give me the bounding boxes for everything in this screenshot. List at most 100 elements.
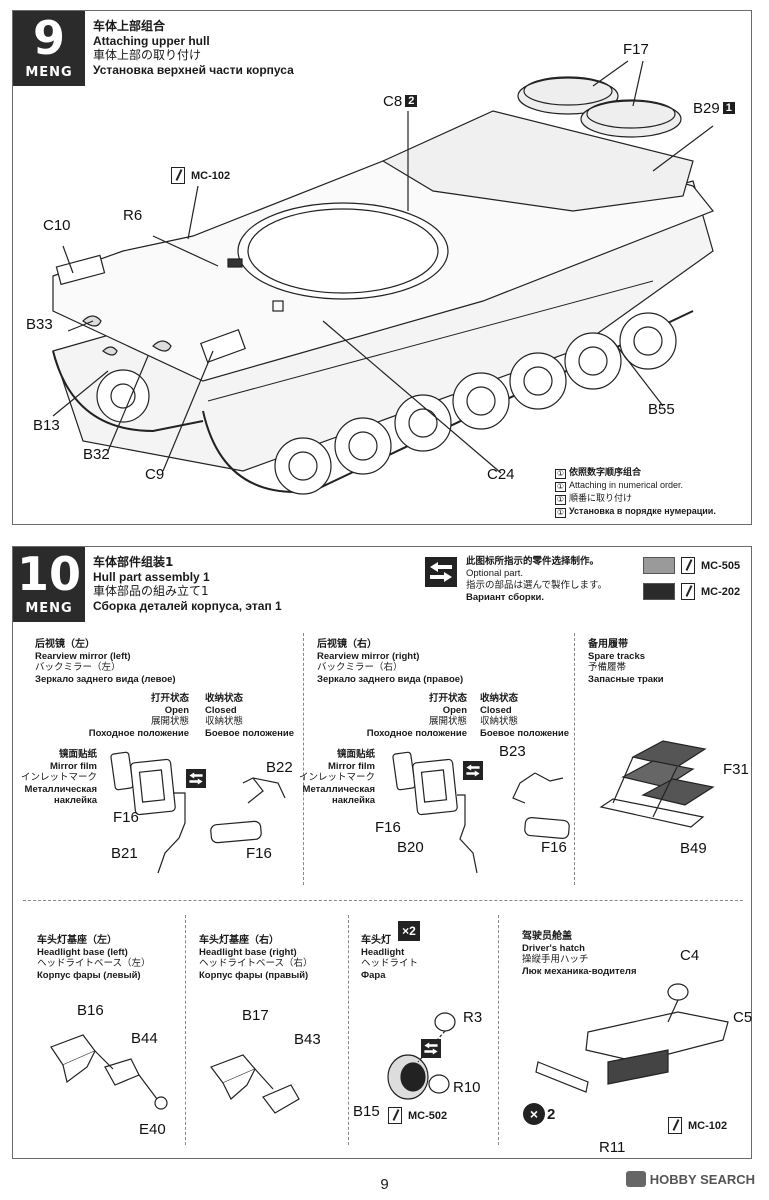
optional-part-icon [425,557,457,587]
optional-part-icon [463,761,483,780]
label-b17: B17 [242,1007,269,1024]
film-ru2: наклейка [54,795,97,806]
paint-brush-icon [388,1107,402,1124]
label-b43: B43 [294,1031,321,1048]
heading-ru: Корпус фары (правый) [199,969,309,981]
film-zh: 镜面贴纸 [58,749,97,760]
title-zh: 车体上部组合 [93,19,166,33]
heading-en: Rearview mirror (left) [35,650,131,662]
heading-zh: 备用履带 [588,639,628,650]
order-badge: 2 [405,95,418,107]
heading-zh: 车头灯 [361,935,391,946]
note-ru: Установка в порядке нумерации. [569,506,716,516]
label-f16: F16 [541,839,567,856]
label-b21: B21 [111,845,138,862]
closed-zh: 收纳状态 [480,693,519,704]
step-10-panel: 10 MENG 车体部件组装1 Hull part assembly 1 車体部… [12,546,752,1159]
heading-zh: 车头灯基座（右） [199,935,279,946]
paint-code: MC-505 [701,559,741,572]
closed-en: Closed [205,704,237,716]
heading-en: Driver's hatch [522,942,585,954]
label-b49: B49 [680,840,707,857]
divider [23,900,743,901]
mirror-film-note: 镜面贴纸 Mirror film インレットマーク Металлическая … [17,749,97,807]
label-e40: E40 [139,1121,166,1138]
label-r6: R6 [123,207,143,224]
step-9-badge: 9 MENG [13,11,85,86]
paint-swatch [643,583,675,600]
heading-jp: バックミラー（左） [35,662,121,673]
label-b20: B20 [397,839,424,856]
headlight-base-left-heading: 车头灯基座（左） Headlight base (left) ヘッドライトベース… [37,935,151,981]
paint-swatch [643,557,675,574]
title-en: Hull part assembly 1 [93,569,210,584]
open-en: Open [442,704,467,716]
heading-en: Headlight base (right) [199,946,297,958]
heading-en: Headlight [361,946,405,958]
step-9-titles: 车体上部组合 Attaching upper hull 車体上部の取り付け Ус… [93,19,294,77]
order-icon: ① [555,508,566,518]
label-b32: B32 [83,446,110,463]
heading-en: Rearview mirror (right) [317,650,420,662]
label-c5: C5 [733,1009,753,1026]
heading-en: Headlight base (left) [37,946,128,958]
paint-callout-mc502: MC-502 [388,1107,447,1124]
open-en: Open [164,704,189,716]
drivers-hatch-heading: 驾驶员舱盖 Driver's hatch 操縦手用ハッチ Люк механик… [522,931,636,977]
optional-part-icon [421,1039,441,1058]
label-c9: C9 [145,466,165,483]
headlight-base-right-heading: 车头灯基座（右） Headlight base (right) ヘッドライトベー… [199,935,313,981]
step-10-titles: 车体部件组装1 Hull part assembly 1 車体部品の組み立て1 … [93,555,282,613]
label-f17: F17 [623,41,649,58]
heading-jp: 操縦手用ハッチ [522,954,589,965]
spare-tracks-heading: 备用履带 Spare tracks 予備履帯 Запасные траки [588,639,664,685]
heading-zh: 后视镜（左） [35,639,95,650]
step-10-badge: 10 MENG [13,547,85,622]
watermark-logo-icon [625,1171,646,1187]
open-jp: 展開状態 [428,716,467,727]
order-icon: ① [555,469,566,479]
closed-en: Closed [480,704,512,716]
heading-jp: バックミラー（右） [317,662,403,673]
headlight-base-left-illustration [50,1034,168,1110]
divider [574,633,575,885]
open-jp: 展開状態 [150,716,189,727]
heading-en: Spare tracks [588,650,646,662]
order-icon: ① [555,482,566,492]
mirror-left-heading: 后视镜（左） Rearview mirror (left) バックミラー（左） … [35,639,176,685]
paint-code: MC-202 [701,585,741,598]
headlight-base-right-illustration [210,1054,300,1114]
heading-ru: Запасные траки [588,673,664,685]
paint-callout-mc102: MC-102 [668,1117,727,1134]
closed-ru: Боевое положение [480,727,570,739]
heading-ru: Люк механика-водителя [522,965,637,977]
brand-logo: MENG [25,601,73,616]
open-ru: Походное положение [366,727,467,739]
divider [498,915,499,1145]
closed-jp: 収納状態 [205,716,244,727]
open-zh: 打开状态 [150,693,189,704]
label-b29-text: B29 [693,100,720,117]
quantity-badge: ×2 [398,921,420,941]
paint-brush-icon [171,167,185,184]
title-ru: Установка верхней части корпуса [93,62,294,77]
film-jp: インレットマーク [20,772,97,783]
label-b55: B55 [648,401,675,418]
headlight-heading: 车头灯 Headlight ヘッドライト Фара [361,935,418,981]
drivers-hatch-illustration [535,983,729,1093]
label-b33: B33 [26,316,53,333]
film-zh: 镜面贴纸 [336,749,375,760]
step-number: 9 [32,11,65,65]
step-number: 10 [16,547,81,601]
label-b23: B23 [499,743,526,760]
mirror-right-illustration [392,751,570,874]
optional-part-icon [186,769,206,788]
label-b22: B22 [266,759,293,776]
note-en: Attaching in numerical order. [569,480,684,490]
